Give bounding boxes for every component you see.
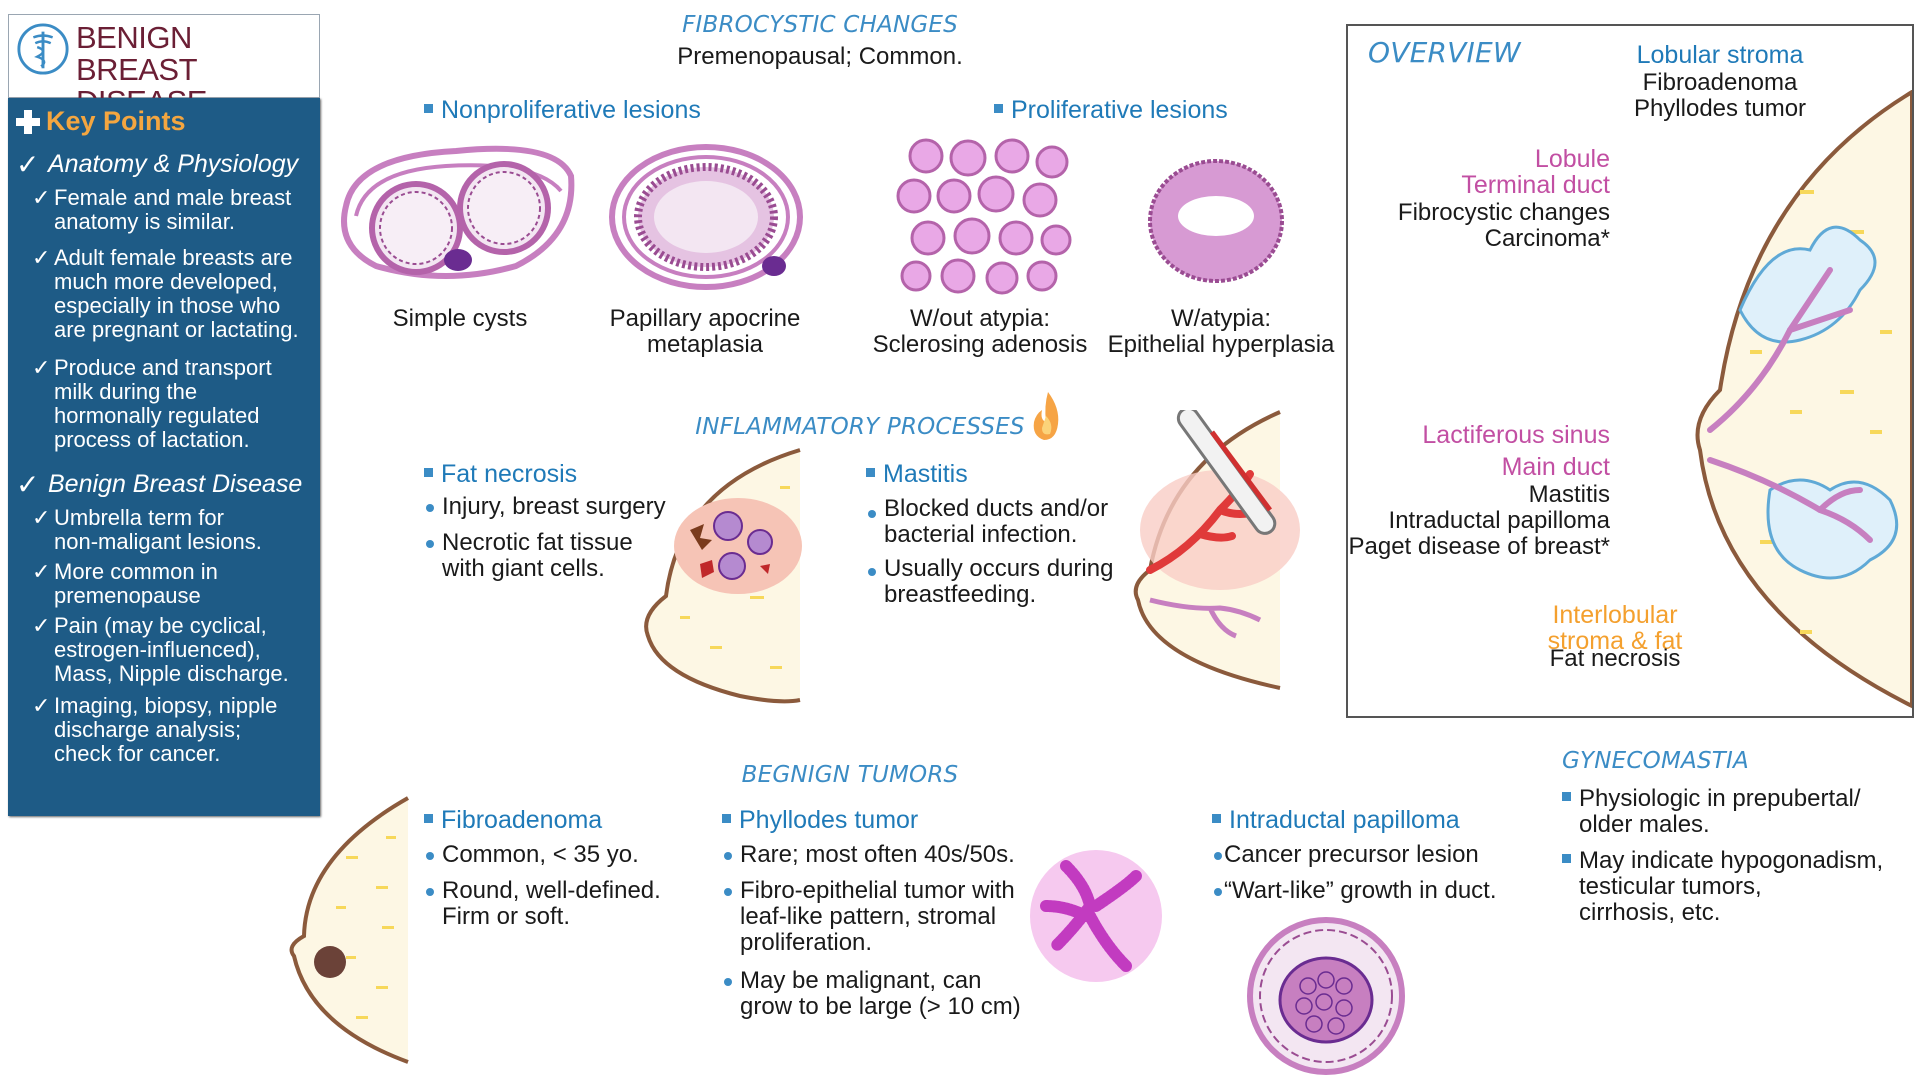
fat-necrosis-bullet-1: Injury, breast surgery xyxy=(442,493,666,520)
gynecomastia-bullet-1: Physiologic in prepubertal/ older males. xyxy=(1562,786,1861,838)
lactiferous-sinus-label: Lactiferous sinus xyxy=(1422,421,1610,449)
papilloma-bullet-2: “Wart-like” growth in duct. xyxy=(1224,877,1497,904)
simple-cysts-label: Simple cysts xyxy=(392,305,528,332)
terminal-duct-label: Terminal duct xyxy=(1461,171,1610,199)
thermometer-icon xyxy=(1176,410,1277,535)
gynecomastia-bullet-2: May indicate hypogonadism, testicular tu… xyxy=(1562,848,1883,926)
fat-necrosis-heading: Fat necrosis xyxy=(424,460,577,489)
flame-icon xyxy=(1033,392,1059,440)
fibrocystic-header: FIBROCYSTIC CHANGES xyxy=(682,12,958,38)
key-points-title: Key Points xyxy=(46,106,186,136)
with-atypia-label: W/atypia:Epithelial hyperplasia xyxy=(1107,305,1335,358)
fibrocystic-subtitle: Premenopausal; Common. xyxy=(677,43,963,70)
key-points-panel: Key Points ✓ Anatomy & Physiology ✓ Fema… xyxy=(8,98,320,816)
check-icon: ✓ xyxy=(32,694,51,719)
check-icon: ✓ xyxy=(16,468,40,501)
breast-anatomy-illustration xyxy=(1695,90,1912,709)
check-icon: ✓ xyxy=(32,246,51,271)
check-icon: ✓ xyxy=(32,614,51,639)
fibroadenoma-bullet-2: Round, well-defined.Firm or soft. xyxy=(442,877,661,930)
sclerosing-adenosis-illustration xyxy=(896,138,1072,295)
interlobular-items: Fat necrosis xyxy=(1549,645,1681,672)
overview-header: OVERVIEW xyxy=(1368,36,1521,69)
check-icon: ✓ xyxy=(32,506,51,531)
mastitis-illustration xyxy=(1133,410,1300,690)
check-icon: ✓ xyxy=(16,148,40,181)
proliferative-heading: Proliferative lesions xyxy=(994,96,1228,125)
fibroadenoma-heading: Fibroadenoma xyxy=(424,806,602,835)
epithelial-hyperplasia-illustration xyxy=(1148,159,1284,283)
check-icon: ✓ xyxy=(32,356,51,381)
page-title-line1: BENIGN BREAST xyxy=(76,20,198,87)
simple-cysts-illustration xyxy=(341,145,575,279)
papilloma-heading: Intraductal papilloma xyxy=(1212,806,1460,835)
gynecomastia-header: GYNECOMASTIA xyxy=(1562,748,1749,774)
phyllodes-illustration xyxy=(1030,850,1162,982)
caduceus-icon xyxy=(17,23,69,75)
nonproliferative-heading: Nonproliferative lesions xyxy=(424,96,701,125)
plus-icon xyxy=(16,110,40,134)
main-duct-label: Main duct xyxy=(1501,453,1610,481)
mastitis-heading: Mastitis xyxy=(866,460,968,489)
fibroadenoma-bullet-1: Common, < 35 yo. xyxy=(442,841,639,868)
papillary-metaplasia-illustration xyxy=(609,144,803,290)
fibroadenoma-illustration xyxy=(289,796,409,1064)
section-benign-title: Benign Breast Disease xyxy=(48,470,303,498)
phyllodes-heading: Phyllodes tumor xyxy=(722,806,918,835)
papilloma-illustration xyxy=(1247,917,1405,1075)
list-item: Pain (may be cyclical,estrogen-influence… xyxy=(54,613,289,686)
tumors-header: BEGNIGN TUMORS xyxy=(741,762,959,788)
check-icon: ✓ xyxy=(32,186,51,211)
page-title: BENIGN BREAST DISEASE xyxy=(76,22,316,118)
overview-box xyxy=(1346,24,1914,718)
inflammatory-header: INFLAMMATORY PROCESSES xyxy=(695,414,1025,440)
section-anatomy-title: Anatomy & Physiology xyxy=(48,150,299,178)
phyllodes-bullet-1: Rare; most often 40s/50s. xyxy=(740,841,1015,868)
lobule-label: Lobule xyxy=(1534,145,1610,173)
check-icon: ✓ xyxy=(32,560,51,585)
fat-necrosis-illustration xyxy=(644,448,802,704)
without-atypia-label: W/out atypia:Sclerosing adenosis xyxy=(872,305,1088,358)
lobular-stroma-label: Lobular stroma xyxy=(1636,41,1804,69)
papilloma-bullet-1: Cancer precursor lesion xyxy=(1224,841,1479,868)
